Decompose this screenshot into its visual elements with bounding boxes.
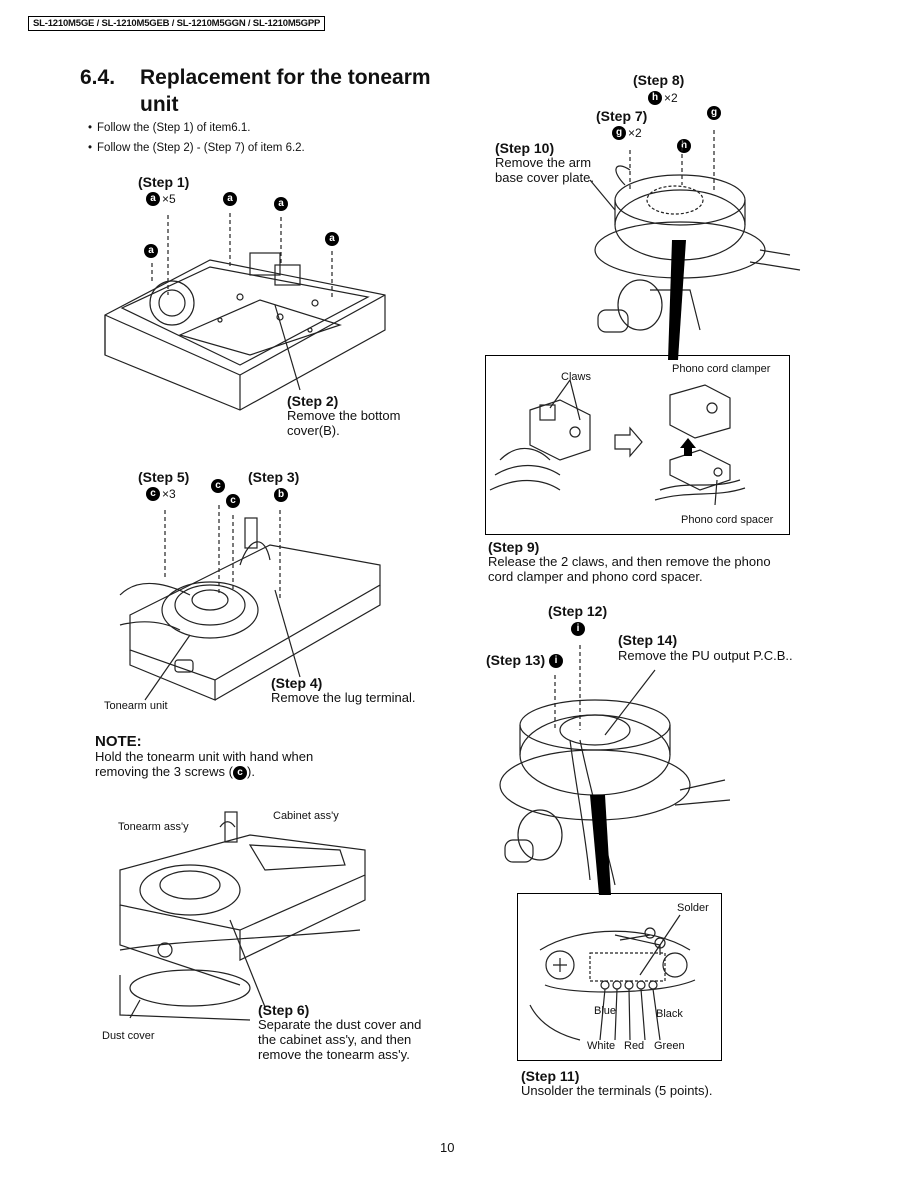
note-title: NOTE: (95, 733, 142, 750)
tonearm-unit-removal-illustration (119, 505, 381, 701)
step6-desc-line: remove the tonearm ass'y. (258, 1047, 410, 1062)
wire-label-black: Black (656, 1008, 683, 1020)
step9-desc-line: Release the 2 claws, and then remove the… (488, 554, 771, 569)
badge-c: c (211, 477, 225, 495)
page-number: 10 (440, 1140, 455, 1155)
step13-label: (Step 13) i (486, 652, 564, 669)
step4-description: Remove the lug terminal. (271, 690, 416, 705)
document-header: SL-1210M5GE / SL-1210M5GEB / SL-1210M5GG… (28, 16, 326, 31)
dust-cover-label: Dust cover (102, 1030, 155, 1042)
step6-desc-line: the cabinet ass'y, and then (258, 1032, 412, 1047)
step9-desc-line: cord clamper and phono cord spacer. (488, 569, 703, 584)
badge-c: c (233, 765, 247, 780)
section-number: 6.4. (80, 66, 116, 89)
count-label: ×2 (664, 90, 678, 105)
phono-spacer-label: Phono cord spacer (681, 514, 774, 526)
step11-description: Unsolder the terminals (5 points). (521, 1083, 713, 1098)
badge-a: a (223, 190, 237, 208)
claws-label: Claws (561, 371, 591, 383)
count-label: ×5 (162, 191, 176, 206)
screw-c-count: c×3 (146, 485, 176, 503)
note-line: Hold the tonearm unit with hand when (95, 749, 314, 764)
step9-description: Release the 2 claws, and then remove the… (488, 554, 771, 584)
badge-c: c (226, 492, 240, 510)
note-text: Hold the tonearm unit with hand when rem… (95, 749, 313, 780)
dust-cover-separation-illustration (119, 811, 366, 1021)
solder-label: Solder (677, 902, 709, 914)
solder-detail-box (517, 893, 722, 1061)
step9-label: (Step 9) (488, 539, 540, 555)
phono-cord-detail-box (485, 355, 790, 535)
solder-terminals-illustration (529, 914, 696, 1041)
count-label: ×2 (628, 125, 642, 140)
tonearm-assy-label: Tonearm ass'y (118, 821, 189, 833)
step3-label: (Step 3) (248, 469, 300, 485)
wire-label-red: Red (624, 1040, 645, 1052)
step7-label: (Step 7) (596, 108, 648, 124)
screw-g-count: g×2 (612, 124, 642, 142)
step1-label: (Step 1) (138, 174, 190, 190)
step4-label: (Step 4) (271, 675, 323, 691)
pu-output-pcb-illustration (499, 645, 731, 895)
badge-a: a (274, 195, 288, 213)
badge-i: i (571, 620, 585, 638)
badge-a: a (325, 230, 339, 248)
step14-description: Remove the PU output P.C.B.. (618, 648, 793, 663)
bullet-item: Follow the (Step 2) - (Step 7) of item 6… (88, 142, 305, 154)
step5-label: (Step 5) (138, 469, 190, 485)
tonearm-unit-label: Tonearm unit (104, 700, 168, 712)
phono-cord-clamper-illustration (489, 379, 746, 506)
badge-h: h (677, 137, 691, 155)
phono-clamper-label: Phono cord clamper (672, 363, 771, 375)
step13-text: (Step 13) (486, 652, 546, 668)
step10-desc-line: Remove the arm (495, 155, 592, 170)
wire-label-green: Green (654, 1040, 685, 1052)
badge-b: b (274, 486, 288, 504)
step10-description: Remove the arm base cover plate. (495, 155, 594, 185)
step6-label: (Step 6) (258, 1002, 310, 1018)
note-line: removing the 3 screws (c). (95, 764, 255, 780)
screw-a-count: a×5 (146, 190, 176, 208)
step6-description: Separate the dust cover and the cabinet … (258, 1017, 421, 1062)
arm-base-illustration (589, 130, 801, 360)
bullet-item: Follow the (Step 1) of item6.1. (88, 122, 250, 134)
badge-i: i (549, 654, 564, 669)
step11-label: (Step 11) (521, 1068, 580, 1084)
count-label: ×3 (162, 486, 176, 501)
badge-g: g (612, 125, 626, 140)
cabinet-assy-label: Cabinet ass'y (273, 810, 339, 822)
badge-a: a (144, 242, 158, 260)
section-title: 6.4. Replacement for the tonearm unit (80, 64, 431, 118)
step12-label: (Step 12) (548, 603, 608, 619)
badge-a: a (146, 191, 160, 206)
step10-desc-line: base cover plate. (495, 170, 595, 185)
step10-label: (Step 10) (495, 140, 555, 156)
turntable-bottom-illustration (104, 213, 386, 411)
wire-label-white: White (587, 1040, 616, 1052)
badge-c: c (146, 486, 160, 501)
section-title-line2: unit (140, 93, 179, 116)
wire-label-blue: Blue (594, 1005, 617, 1017)
step8-label: (Step 8) (633, 72, 685, 88)
step2-desc-line: Remove the bottom (287, 408, 401, 423)
badge-g: g (707, 104, 721, 122)
screw-h-count: h×2 (648, 89, 678, 107)
step2-label: (Step 2) (287, 393, 339, 409)
step14-label: (Step 14) (618, 632, 678, 648)
section-title-line1: Replacement for the tonearm (140, 66, 431, 89)
badge-h: h (648, 90, 662, 105)
step2-description: Remove the bottom cover(B). (287, 408, 400, 438)
step6-desc-line: Separate the dust cover and (258, 1017, 422, 1032)
step2-desc-line: cover(B). (287, 423, 340, 438)
